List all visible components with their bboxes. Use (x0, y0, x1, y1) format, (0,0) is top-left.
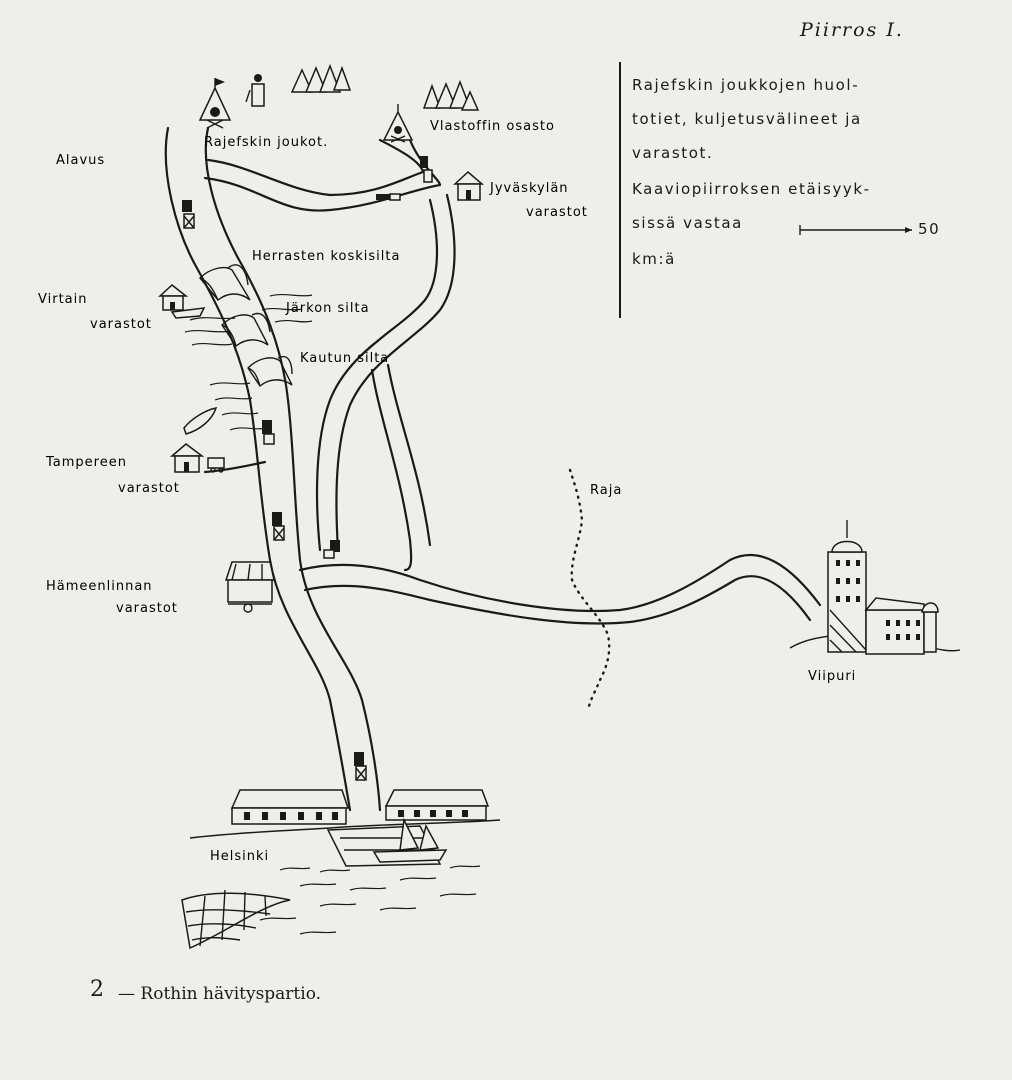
tent-icon-rajefski (198, 78, 232, 121)
house-icon-jyvaskyla (453, 170, 485, 201)
caption-number: 2 (90, 977, 104, 1002)
legend-line-5: sissä vastaa (632, 214, 743, 232)
cart-icon (420, 156, 433, 183)
label-tampereen-1: Tampereen (45, 455, 127, 470)
bridge-jarkon (221, 312, 271, 348)
label-tampereen-2: varastot (118, 481, 180, 496)
label-hameenlinnan-1: Hämeenlinnan (46, 579, 153, 594)
soldier-figure (245, 74, 265, 107)
water-waves (259, 865, 481, 935)
wagon-icon-tampere (207, 457, 225, 473)
scale-value: 50 (918, 220, 940, 238)
cart-icon (323, 540, 340, 559)
label-jyvaskyla-2: varastot (526, 205, 588, 220)
skull-flag-icon (206, 107, 224, 129)
boat-icon-virtain (170, 307, 206, 319)
warehouse-icon-helsinki-1 (230, 789, 350, 825)
legend: Rajefskin joukkojen huol- totiet, kuljet… (632, 76, 940, 268)
sailing-ship-icon-harbor (372, 817, 448, 863)
sailing-ship-icon (181, 889, 291, 950)
legend-line-6: km:ä (632, 250, 676, 268)
cart-icon (262, 420, 275, 445)
cart-icon (354, 752, 367, 781)
tent-icon-group (290, 63, 352, 93)
label-raja: Raja (590, 483, 622, 498)
cart-icon (376, 193, 401, 201)
map-labels: Rajefskin joukot. Vlastoffin osasto Alav… (38, 119, 856, 864)
border-line (568, 468, 611, 712)
tent-icon-vlastoff (422, 79, 480, 111)
skull-flag-icon-vlastoff (382, 104, 414, 143)
label-kautun: Kautun silta (300, 351, 389, 366)
castle-icon (789, 520, 961, 655)
label-alavus: Alavus (56, 153, 105, 168)
label-vlastoff: Vlastoffin osasto (430, 119, 555, 134)
house-icon-tampere (169, 443, 205, 473)
bridge-herrasten (199, 264, 251, 301)
legend-line-1: Rajefskin joukkojen huol- (632, 76, 859, 94)
label-herrasten: Herrasten koskisilta (252, 249, 400, 264)
shoreline (189, 819, 501, 839)
label-viipuri: Viipuri (808, 669, 856, 684)
legend-line-2: totiet, kuljetusvälineet ja (632, 110, 862, 128)
label-virtain-2: varastot (90, 317, 152, 332)
house-icon-virtain (158, 284, 189, 311)
label-jyvaskyla-1: Jyväskylän (489, 181, 569, 196)
label-virtain-1: Virtain (38, 292, 87, 307)
caption-text: — Rothin hävityspartio. (118, 984, 321, 1004)
bridge-kautun (247, 356, 293, 388)
wagon-icon-hameenlinna (228, 603, 272, 613)
house-icon-hameenlinna (224, 561, 275, 603)
boat-icon-lake (183, 407, 218, 435)
label-rajefski-troops: Rajefskin joukot. (204, 135, 328, 150)
label-jarkon: Järkon silta (285, 301, 370, 316)
roads (164, 126, 822, 812)
warehouse-icon-helsinki-2 (384, 789, 490, 821)
label-helsinki: Helsinki (210, 849, 269, 864)
cart-icon (272, 512, 285, 541)
legend-line-3: varastot. (632, 144, 713, 162)
figure-header: Piirros I. (799, 19, 904, 41)
label-hameenlinnan-2: varastot (116, 601, 178, 616)
legend-line-4: Kaaviopiirroksen etäisyyk- (632, 180, 871, 198)
cart-icon (182, 200, 195, 229)
